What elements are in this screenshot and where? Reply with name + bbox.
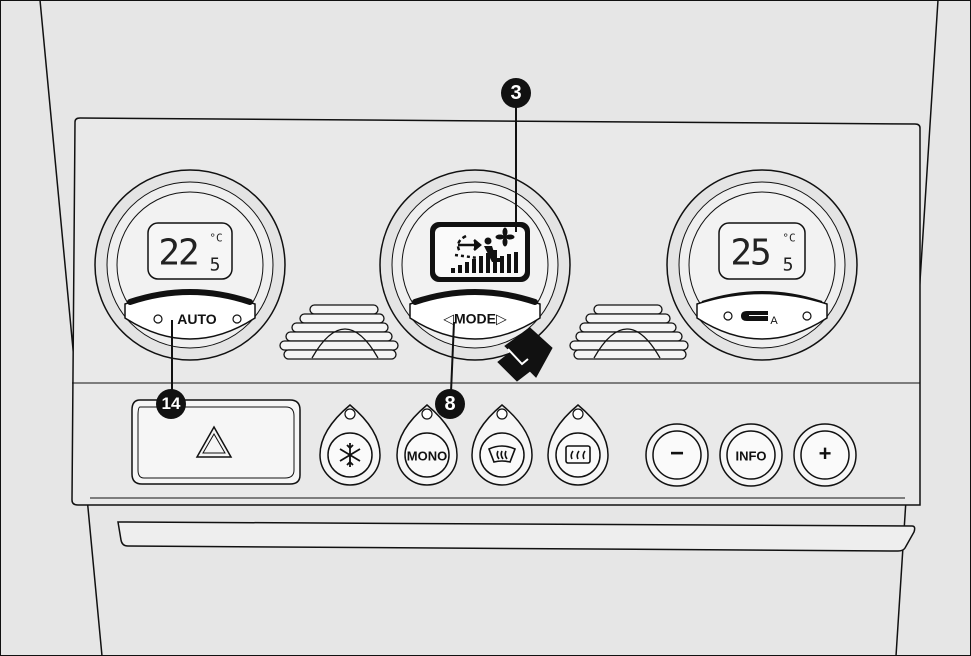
- lower-trim: [117, 521, 916, 552]
- callout-3: 3: [501, 78, 531, 108]
- recirc-indicator-left: [723, 311, 733, 321]
- front-demist-button[interactable]: [471, 404, 533, 486]
- callout-8: 8: [435, 389, 465, 419]
- fan-speed-bars: [451, 250, 518, 273]
- hazard-button[interactable]: [131, 399, 301, 485]
- auto-indicator-left: [153, 314, 163, 324]
- callout-8-leader: [450, 321, 455, 393]
- right-temperature-dial: [666, 169, 858, 361]
- minus-button-label[interactable]: −: [669, 440, 685, 467]
- rear-demist-button[interactable]: [547, 404, 609, 486]
- rear-window-heater-icon: [565, 445, 591, 464]
- right-temperature-unit: °C: [782, 231, 796, 245]
- fan-decrease-button[interactable]: [645, 423, 709, 487]
- mode-left-arrow-icon: ◁: [443, 310, 454, 327]
- mode-button[interactable]: ◁MODE▷: [443, 311, 507, 328]
- left-temperature-decimal: 5: [209, 254, 221, 276]
- fan-icon: [495, 227, 515, 247]
- right-temperature-display: [718, 222, 806, 280]
- front-demist-indicator: [496, 408, 508, 420]
- ac-indicator: [344, 408, 356, 420]
- mode-button-label: MODE: [454, 310, 496, 327]
- left-temperature-display: [147, 222, 233, 280]
- mono-button[interactable]: [396, 404, 458, 486]
- right-air-vent: [569, 304, 689, 360]
- snowflake-icon: [339, 443, 361, 467]
- auto-indicator-right: [232, 314, 242, 324]
- recirc-indicator-right: [802, 311, 812, 321]
- mono-indicator: [421, 408, 433, 420]
- left-temperature-dial: [94, 169, 286, 361]
- mono-button-label[interactable]: MONO: [406, 448, 448, 464]
- recirculation-auto-label: A: [770, 315, 778, 327]
- press-arrow-icon: [497, 327, 553, 382]
- ac-button[interactable]: [319, 404, 381, 486]
- left-air-vent: [279, 304, 399, 360]
- plus-button-label[interactable]: +: [818, 441, 832, 466]
- rear-demist-indicator: [572, 408, 584, 420]
- windscreen-demist-icon: [487, 445, 517, 463]
- info-button[interactable]: [719, 423, 783, 487]
- warning-triangle-icon: [195, 425, 233, 458]
- left-temperature-value: 22: [158, 232, 199, 274]
- mode-right-arrow-icon: ▷: [496, 310, 507, 327]
- fan-increase-button[interactable]: [793, 423, 857, 487]
- right-temperature-decimal: 5: [782, 254, 794, 276]
- right-temperature-value: 25: [730, 232, 771, 274]
- centre-mode-dial: [379, 169, 571, 361]
- callout-14: 14: [156, 389, 186, 419]
- auto-button-label[interactable]: AUTO: [177, 311, 217, 327]
- info-button-label[interactable]: INFO: [735, 448, 767, 464]
- left-temperature-unit: °C: [209, 231, 223, 245]
- airflow-distribution-icon: [454, 234, 482, 260]
